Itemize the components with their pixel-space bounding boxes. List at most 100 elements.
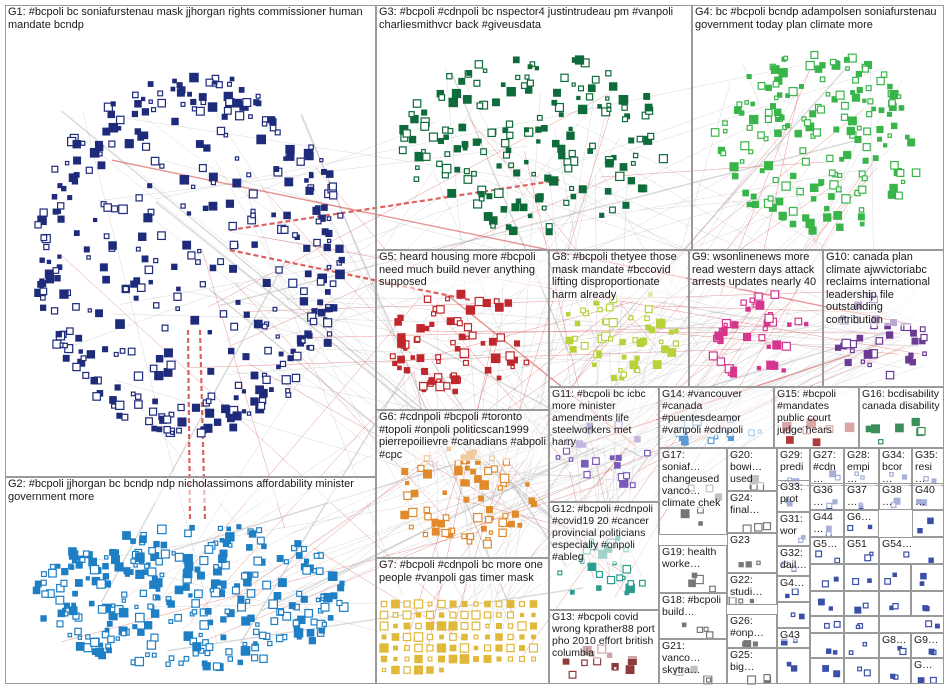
group-box-g6x[interactable]: G6… xyxy=(844,510,879,537)
group-box-small[interactable] xyxy=(810,616,844,633)
group-box-g40[interactable]: G40… xyxy=(912,483,944,510)
group-label: G8… xyxy=(882,634,908,646)
group-box-small[interactable] xyxy=(810,591,844,616)
group-box-g9[interactable]: G9: wsonlinenews more read western days … xyxy=(689,250,823,387)
group-box-g11[interactable]: G11: #bcpoli bc icbc more minister amend… xyxy=(549,387,659,502)
group-label: G51 xyxy=(847,538,876,550)
group-label: G9… xyxy=(914,634,941,646)
group-box-g28[interactable]: G28: empi… xyxy=(844,448,879,486)
group-box-small[interactable] xyxy=(912,510,944,537)
group-box-g31[interactable]: G31: wor… xyxy=(777,512,810,546)
group-label: G5: heard housing more #bcpoli need much… xyxy=(379,251,546,289)
group-box-small[interactable] xyxy=(810,658,844,684)
group-label: G33: prot… xyxy=(780,481,807,512)
group-box-g10[interactable]: G10: canada plan climate ajwvictoriabc r… xyxy=(823,250,944,387)
group-box-small[interactable] xyxy=(777,648,810,684)
group-box-g5[interactable]: G5: heard housing more #bcpoli need much… xyxy=(376,250,549,410)
group-label: G13: #bcpoli covid wrong kprather88 port… xyxy=(552,611,656,659)
group-label: G… xyxy=(914,659,941,671)
group-box-g2[interactable]: G2: #bcpoli jjhorgan bc bcndp ndp nichol… xyxy=(5,477,376,684)
group-label: G4… xyxy=(780,577,807,589)
group-box-g1[interactable]: G1: #bcpoli bc soniafurstenau mask jjhor… xyxy=(5,5,376,477)
group-box-small[interactable] xyxy=(844,591,879,616)
group-box-g33[interactable]: G33: prot… xyxy=(777,480,810,512)
group-label: G15: #bcpoli #mandates public court judg… xyxy=(777,388,856,436)
group-label: G31: wor… xyxy=(780,513,807,546)
group-box-g54[interactable]: G54… xyxy=(879,537,944,564)
group-label: G7: #bcpoli #cdnpoli bc more one people … xyxy=(379,559,546,584)
group-box-g35[interactable]: G35: resi… xyxy=(912,448,944,486)
group-box-small[interactable] xyxy=(879,591,911,616)
group-box-g44[interactable]: G44… xyxy=(810,510,844,537)
group-box-small[interactable] xyxy=(844,633,879,658)
group-label: G27: #cdn… xyxy=(813,449,841,485)
group-label: G12: #bcpoli #cdnpoli #covid19 20 #cance… xyxy=(552,503,656,563)
group-label: G40… xyxy=(915,484,941,508)
group-box-g19[interactable]: G19: health worke… xyxy=(659,545,727,593)
group-box-g22[interactable]: G22: studi… xyxy=(727,573,777,605)
group-box-g9x[interactable]: G9… xyxy=(911,633,944,658)
group-box-g8x[interactable]: G8… xyxy=(879,633,911,658)
group-box-small[interactable] xyxy=(810,564,844,591)
group-box-g32[interactable]: G32: dail… xyxy=(777,546,810,576)
group-label: G37… xyxy=(847,484,876,508)
group-label: G17: soniaf… changeused vanco… climate c… xyxy=(662,449,724,509)
group-box-g21[interactable]: G21: vanco… skytra… xyxy=(659,639,727,684)
group-label: G34: bcor… xyxy=(882,449,909,485)
group-box-small[interactable] xyxy=(777,602,810,628)
group-label: G18: #bcpoli build… xyxy=(662,594,724,618)
group-label: G43 xyxy=(780,629,807,641)
group-box-g25[interactable]: G25: big… xyxy=(727,648,777,684)
group-box-g16[interactable]: G16: bcdisability canada disability xyxy=(859,387,944,448)
group-box-gx[interactable]: G… xyxy=(911,658,944,684)
group-box-small[interactable] xyxy=(911,591,944,616)
group-box-g43[interactable]: G43 xyxy=(777,628,810,648)
group-box-small[interactable] xyxy=(810,633,844,658)
group-box-g5x[interactable]: G5… xyxy=(810,537,844,564)
group-box-g27[interactable]: G27: #cdn… xyxy=(810,448,844,486)
group-label: G28: empi… xyxy=(847,449,876,485)
group-label: G21: vanco… skytra… xyxy=(662,640,724,676)
group-box-g36[interactable]: G36… xyxy=(810,483,844,510)
group-box-small[interactable] xyxy=(844,658,879,684)
group-label: G6… xyxy=(847,511,876,523)
group-box-g24[interactable]: G24: final… xyxy=(727,491,777,533)
group-label: G1: #bcpoli bc soniafurstenau mask jjhor… xyxy=(8,6,373,31)
group-box-g15[interactable]: G15: #bcpoli #mandates public court judg… xyxy=(774,387,859,448)
group-label: G10: canada plan climate ajwvictoriabc r… xyxy=(826,251,941,326)
group-box-g12[interactable]: G12: #bcpoli #cdnpoli #covid19 20 #cance… xyxy=(549,502,659,610)
group-box-g3[interactable]: G3: #bcpoli #cdnpoli bc nspector4 justin… xyxy=(376,5,692,250)
group-box-g37[interactable]: G37… xyxy=(844,483,879,510)
group-label: G54… xyxy=(882,538,941,550)
group-box-g18[interactable]: G18: #bcpoli build… xyxy=(659,593,727,639)
group-label: G11: #bcpoli bc icbc more minister amend… xyxy=(552,388,656,448)
group-label: G19: health worke… xyxy=(662,546,724,570)
group-box-g7[interactable]: G7: #bcpoli #cdnpoli bc more one people … xyxy=(376,558,549,684)
group-box-g14[interactable]: G14: #vancouver #canada #puentesdeamor #… xyxy=(659,387,774,448)
group-box-g13[interactable]: G13: #bcpoli covid wrong kprather88 port… xyxy=(549,610,659,684)
group-label: G26: #onp… xyxy=(730,615,774,639)
group-box-g23[interactable]: G23 xyxy=(727,533,777,573)
group-box-small[interactable] xyxy=(911,564,944,591)
group-box-g8[interactable]: G8: #bcpoli thetyee those mask mandate #… xyxy=(549,250,689,387)
group-box-g51[interactable]: G51 xyxy=(844,537,879,564)
group-label: G25: big… xyxy=(730,649,774,673)
group-label: G5… xyxy=(813,538,841,550)
group-label: G36… xyxy=(813,484,841,508)
group-box-small[interactable] xyxy=(879,658,911,684)
group-box-small[interactable] xyxy=(844,616,879,633)
group-box-small[interactable] xyxy=(879,564,911,591)
group-box-g4x[interactable]: G4… xyxy=(777,576,810,602)
group-box-g4[interactable]: G4: bc #bcpoli bcndp adampolsen soniafur… xyxy=(692,5,944,250)
group-box-g6[interactable]: G6: #cdnpoli #bcpoli #toronto #topoli #o… xyxy=(376,410,549,558)
group-box-g26[interactable]: G26: #onp… xyxy=(727,614,777,648)
group-box-g20[interactable]: G20: bowi… used xyxy=(727,448,777,491)
group-box-g38[interactable]: G38… xyxy=(879,483,912,510)
group-box-g34[interactable]: G34: bcor… xyxy=(879,448,912,486)
group-box-small[interactable] xyxy=(844,564,879,591)
group-box-g17[interactable]: G17: soniaf… changeused vanco… climate c… xyxy=(659,448,727,535)
group-label: G24: final… xyxy=(730,492,774,516)
group-box-small[interactable] xyxy=(879,616,944,633)
group-label: G23 xyxy=(730,534,774,546)
group-label: G9: wsonlinenews more read western days … xyxy=(692,251,820,289)
